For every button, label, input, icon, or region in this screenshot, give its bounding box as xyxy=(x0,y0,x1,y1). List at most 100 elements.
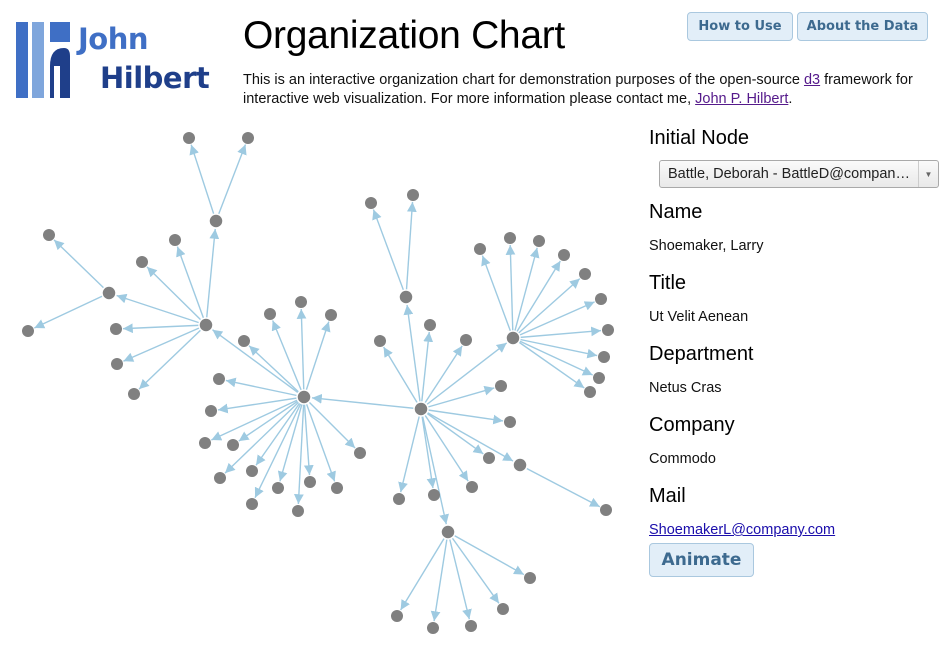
graph-node[interactable] xyxy=(600,504,612,516)
graph-node[interactable] xyxy=(584,386,596,398)
graph-node[interactable] xyxy=(424,319,436,331)
graph-node[interactable] xyxy=(325,309,337,321)
graph-node[interactable] xyxy=(246,498,258,510)
graph-link xyxy=(512,301,595,339)
graph-node[interactable] xyxy=(398,289,414,305)
graph-node[interactable] xyxy=(533,235,545,247)
graph-node[interactable] xyxy=(183,132,195,144)
graph-node[interactable] xyxy=(128,388,140,400)
department-label: Department xyxy=(649,343,754,365)
graph-node[interactable] xyxy=(579,268,591,280)
graph-link xyxy=(519,464,601,508)
graph-link xyxy=(420,408,484,455)
graph-node[interactable] xyxy=(101,285,117,301)
graph-node[interactable] xyxy=(304,476,316,488)
graph-node[interactable] xyxy=(242,132,254,144)
graph-node[interactable] xyxy=(440,524,456,540)
graph-node[interactable] xyxy=(213,373,225,385)
graph-node[interactable] xyxy=(365,197,377,209)
mail-link[interactable]: ShoemakerL@company.com xyxy=(649,522,836,538)
graph-node[interactable] xyxy=(427,622,439,634)
graph-link xyxy=(211,396,305,441)
graph-node[interactable] xyxy=(483,452,495,464)
graph-node[interactable] xyxy=(331,482,343,494)
company-value: Commodo xyxy=(649,451,716,467)
graph-node[interactable] xyxy=(524,572,536,584)
graph-node[interactable] xyxy=(111,358,123,370)
graph-node[interactable] xyxy=(214,472,226,484)
contact-link[interactable]: John P. Hilbert xyxy=(695,91,789,107)
graph-node[interactable] xyxy=(504,232,516,244)
graph-node[interactable] xyxy=(466,481,478,493)
graph-node[interactable] xyxy=(465,620,477,632)
graph-node[interactable] xyxy=(504,416,516,428)
graph-node[interactable] xyxy=(558,249,570,261)
graph-node[interactable] xyxy=(595,293,607,305)
intro-text: This is an interactive organization char… xyxy=(243,71,943,109)
graph-links xyxy=(34,144,602,622)
graph-node[interactable] xyxy=(407,189,419,201)
graph-node[interactable] xyxy=(598,351,610,363)
graph-node[interactable] xyxy=(393,493,405,505)
graph-node[interactable] xyxy=(354,447,366,459)
graph-node[interactable] xyxy=(169,234,181,246)
graph-node[interactable] xyxy=(292,505,304,517)
graph-node[interactable] xyxy=(199,437,211,449)
intro-text-part: framework for interactive web visualizat… xyxy=(243,72,913,107)
initial-node-label: Initial Node xyxy=(649,127,750,149)
graph-node[interactable] xyxy=(43,229,55,241)
graph-node[interactable] xyxy=(413,401,429,417)
graph-node[interactable] xyxy=(110,323,122,335)
graph-link xyxy=(420,408,437,489)
intro-text-part: This is an interactive organization char… xyxy=(243,72,804,88)
name-value: Shoemaker, Larry xyxy=(649,238,764,254)
graph-link xyxy=(224,396,305,474)
animate-button[interactable]: Animate xyxy=(649,543,754,577)
graph-node[interactable] xyxy=(593,372,605,384)
graph-node[interactable] xyxy=(460,334,472,346)
graph-node[interactable] xyxy=(296,389,312,405)
graph-node[interactable] xyxy=(495,380,507,392)
d3-link[interactable]: d3 xyxy=(803,72,821,88)
graph-node[interactable] xyxy=(227,439,239,451)
graph-node[interactable] xyxy=(428,489,440,501)
graph-node[interactable] xyxy=(391,610,403,622)
graph-node[interactable] xyxy=(238,335,250,347)
graph-link xyxy=(512,247,540,339)
org-chart-graph[interactable] xyxy=(0,112,640,653)
graph-node[interactable] xyxy=(205,405,217,417)
graph-link xyxy=(420,408,469,482)
graph-link xyxy=(311,393,422,410)
title-value: Ut Velit Aenean xyxy=(649,309,749,325)
graph-node[interactable] xyxy=(295,296,307,308)
graph-link xyxy=(420,408,449,525)
detail-panel: Initial Node Battle, Deborah - BattleD@c… xyxy=(649,126,941,577)
graph-link xyxy=(430,531,449,622)
chevron-down-icon[interactable]: ▼ xyxy=(918,161,938,187)
graph-link xyxy=(372,209,407,298)
graph-node[interactable] xyxy=(602,324,614,336)
about-data-button[interactable]: About the Data xyxy=(797,12,928,41)
graph-link xyxy=(403,304,422,410)
graph-node[interactable] xyxy=(512,457,528,473)
graph-nodes[interactable] xyxy=(22,132,614,634)
graph-node[interactable] xyxy=(272,482,284,494)
graph-node[interactable] xyxy=(505,330,521,346)
graph-link xyxy=(217,396,305,414)
graph-node[interactable] xyxy=(246,465,258,477)
graph-node[interactable] xyxy=(136,256,148,268)
graph-node[interactable] xyxy=(497,603,509,615)
graph-link xyxy=(303,396,314,476)
graph-link xyxy=(512,326,602,339)
graph-node[interactable] xyxy=(198,317,214,333)
graph-link xyxy=(447,531,472,620)
graph-node[interactable] xyxy=(208,213,224,229)
how-to-use-button[interactable]: How to Use xyxy=(687,12,793,41)
initial-node-select[interactable]: Battle, Deborah - BattleD@company.com ▼ xyxy=(659,160,939,188)
graph-node[interactable] xyxy=(374,335,386,347)
graph-node[interactable] xyxy=(22,325,34,337)
graph-node[interactable] xyxy=(264,308,276,320)
graph-link xyxy=(420,385,495,410)
graph-node[interactable] xyxy=(474,243,486,255)
graph-link xyxy=(420,408,514,462)
